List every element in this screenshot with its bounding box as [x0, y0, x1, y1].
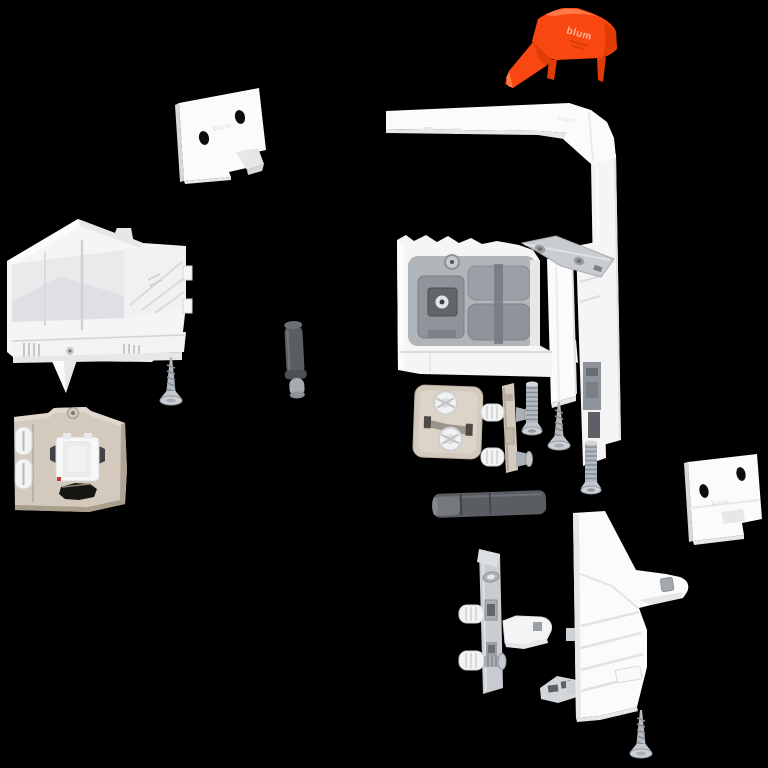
plate-slot	[198, 131, 210, 145]
hex-cutout	[59, 483, 97, 500]
countersunk-screw	[497, 653, 507, 670]
mounting-plate-side	[480, 383, 533, 473]
mounting-plate-front	[14, 407, 127, 512]
system-screw	[521, 380, 543, 436]
cover-cap-large	[566, 511, 689, 722]
drive-unit-cutaway	[397, 235, 552, 377]
profile-tab	[452, 128, 461, 134]
plunger-pin	[284, 321, 307, 399]
plate-slot	[234, 110, 246, 124]
connector-rod	[432, 490, 547, 518]
cover-plate-right: blum	[684, 454, 762, 545]
cam-mounting-plate	[412, 384, 484, 460]
housing-cutaway	[7, 219, 193, 393]
cover-ribs	[580, 610, 644, 693]
cover-plate-left: blum	[175, 88, 266, 184]
wall-bracket	[458, 549, 577, 703]
cover-button	[614, 665, 643, 684]
plate-slot	[699, 484, 709, 498]
blum-logo-plate-right: blum	[711, 499, 729, 508]
arm-hole	[659, 576, 675, 593]
wood-screw	[159, 356, 183, 406]
red-marker	[57, 477, 61, 481]
blum-logo-plate-left: blum	[212, 123, 232, 133]
housing-clip	[182, 298, 193, 314]
corner-bracket-plate	[520, 235, 615, 278]
dowel-ribs	[23, 343, 40, 358]
side-panel-profile	[547, 241, 606, 466]
profile-tab	[424, 127, 433, 133]
dowel-ribs	[123, 344, 140, 359]
countersunk-screw	[525, 451, 533, 467]
plate-slot	[736, 467, 746, 481]
housing-clip	[182, 265, 193, 281]
wood-screw	[629, 709, 653, 759]
wood-screw	[547, 401, 571, 451]
drilling-template-icon: blum	[505, 8, 617, 88]
blum-logo-profile: blum	[557, 115, 577, 125]
